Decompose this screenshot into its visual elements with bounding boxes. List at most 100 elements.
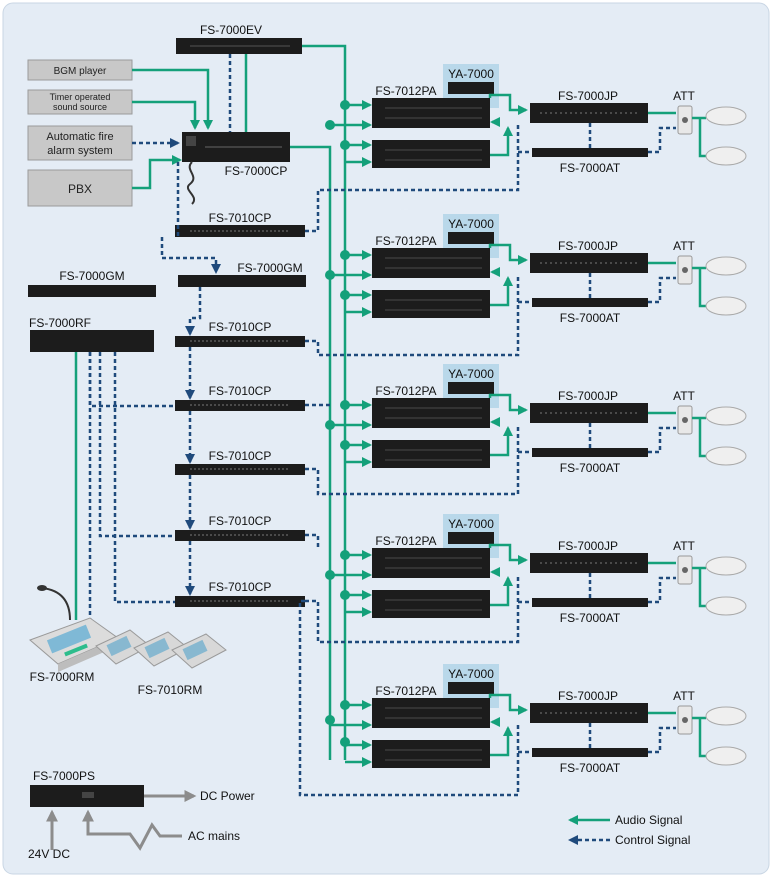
fs7000jp-label: FS-7000JP bbox=[558, 89, 618, 103]
fs7000rm-microphone: FS-7000RM bbox=[29, 585, 120, 684]
fs7000at-unit bbox=[532, 148, 648, 157]
fs7000at-unit bbox=[532, 598, 648, 607]
fs7010cp-unit-3: FS-7010CP bbox=[175, 384, 305, 411]
fs7010rm-label: FS-7010RM bbox=[138, 683, 203, 697]
fs7010cp-label-4: FS-7010CP bbox=[209, 449, 272, 463]
fs7012pa-unit bbox=[372, 248, 490, 278]
fs7000ps-unit: FS-7000PS bbox=[30, 769, 144, 807]
fs7000ev-unit: FS-7000EV bbox=[176, 23, 302, 54]
fs7010cp-label-5: FS-7010CP bbox=[209, 514, 272, 528]
ceiling-speaker bbox=[705, 706, 747, 726]
dc24-label: 24V DC bbox=[28, 847, 70, 861]
fs7010cp-unit-2: FS-7010CP bbox=[175, 320, 305, 347]
at-to-att-line bbox=[648, 426, 676, 454]
ya7000-unit bbox=[448, 382, 494, 394]
main-audio-bus bbox=[290, 44, 347, 760]
fs7000jp-label: FS-7000JP bbox=[558, 689, 618, 703]
fs7000jp-label: FS-7000JP bbox=[558, 389, 618, 403]
fs7000at-unit bbox=[532, 298, 648, 307]
fs7010cp-label-6: FS-7010CP bbox=[209, 580, 272, 594]
fs7000rf-unit: FS-7000RF bbox=[29, 316, 154, 352]
att-label: ATT bbox=[673, 389, 695, 403]
amp-to-jp-line bbox=[488, 393, 528, 415]
fs7000rf-label: FS-7000RF bbox=[29, 316, 91, 330]
fire-alarm-label-line1: Automatic fire bbox=[46, 131, 113, 143]
fs7000at-label: FS-7000AT bbox=[560, 611, 621, 625]
fs7012pa-label: FS-7012PA bbox=[375, 84, 436, 98]
ya7000-label: YA-7000 bbox=[448, 667, 494, 681]
fs7012pa-label: FS-7012PA bbox=[375, 684, 436, 698]
ya7000-label: YA-7000 bbox=[448, 517, 494, 531]
amp-return-line bbox=[490, 426, 513, 457]
fs7000at-label: FS-7000AT bbox=[560, 761, 621, 775]
dc-power-label: DC Power bbox=[200, 789, 255, 803]
ac-mains-label: AC mains bbox=[188, 829, 240, 843]
fs7000gm-unit-1: FS-7000GM bbox=[178, 261, 306, 287]
amp-return-line bbox=[490, 726, 513, 757]
att-label: ATT bbox=[673, 239, 695, 253]
legend-audio-label: Audio Signal bbox=[615, 813, 682, 827]
cp-to-amp-control-lines bbox=[298, 124, 520, 797]
fs7000rm-label: FS-7000RM bbox=[30, 670, 95, 684]
fs7000gm-label-2: FS-7000GM bbox=[59, 269, 124, 283]
fs7000gm-label-1: FS-7000GM bbox=[237, 261, 302, 275]
att-knob bbox=[682, 717, 688, 723]
fs7012pa-unit bbox=[372, 98, 490, 128]
amp-to-jp-line bbox=[488, 93, 528, 115]
fs7000jp-unit bbox=[530, 103, 648, 123]
fs7000at-label: FS-7000AT bbox=[560, 461, 621, 475]
cp-chain-control-lines bbox=[88, 162, 221, 620]
ceiling-speaker bbox=[705, 446, 747, 466]
att-label: ATT bbox=[673, 689, 695, 703]
att-knob bbox=[682, 117, 688, 123]
fire-alarm-label-line2: alarm system bbox=[47, 145, 112, 157]
at-to-att-line bbox=[648, 576, 676, 604]
bgm-player-label: BGM player bbox=[54, 66, 107, 77]
fs7012pa-unit bbox=[372, 140, 490, 168]
fs7012pa-unit bbox=[372, 548, 490, 578]
timer-sound-source-box: Timer operated sound source bbox=[27, 89, 133, 115]
ceiling-speaker bbox=[705, 146, 747, 166]
amp-return-line bbox=[490, 276, 513, 307]
amp-return-line bbox=[490, 126, 513, 157]
fs7000at-unit bbox=[532, 448, 648, 457]
att-label: ATT bbox=[673, 539, 695, 553]
pbx-box: PBX bbox=[27, 169, 133, 207]
amp-to-jp-line bbox=[488, 693, 528, 715]
amp-return-line bbox=[490, 576, 513, 607]
at-to-att-line bbox=[648, 726, 676, 754]
ceiling-speaker bbox=[705, 256, 747, 276]
fs7012pa-unit bbox=[372, 590, 490, 618]
at-to-att-line bbox=[648, 276, 676, 304]
fs7012pa-unit bbox=[372, 740, 490, 768]
source-audio-lines bbox=[132, 54, 248, 190]
ya7000-unit bbox=[448, 232, 494, 244]
fs7010cp-label-1: FS-7010CP bbox=[209, 211, 272, 225]
ya7000-unit bbox=[448, 682, 494, 694]
timer-label-line2: sound source bbox=[53, 102, 107, 112]
fs7012pa-label: FS-7012PA bbox=[375, 534, 436, 548]
fs7000at-label: FS-7000AT bbox=[560, 161, 621, 175]
fs7000jp-unit bbox=[530, 403, 648, 423]
fs7000cp-unit: FS-7000CP bbox=[182, 132, 290, 205]
fs7010cp-unit-4: FS-7010CP bbox=[175, 449, 305, 475]
fs7000at-unit bbox=[532, 748, 648, 757]
att-knob bbox=[682, 567, 688, 573]
legend: Audio Signal Control Signal bbox=[568, 813, 690, 847]
att-label: ATT bbox=[673, 89, 695, 103]
att-knob bbox=[682, 417, 688, 423]
fs7012pa-label: FS-7012PA bbox=[375, 384, 436, 398]
timer-label-line1: Timer operated bbox=[50, 92, 111, 102]
ceiling-speaker bbox=[705, 596, 747, 616]
fs7000cp-label: FS-7000CP bbox=[225, 164, 288, 178]
pbx-label: PBX bbox=[68, 182, 92, 196]
ceiling-speaker bbox=[705, 106, 747, 126]
ceiling-speaker bbox=[705, 406, 747, 426]
